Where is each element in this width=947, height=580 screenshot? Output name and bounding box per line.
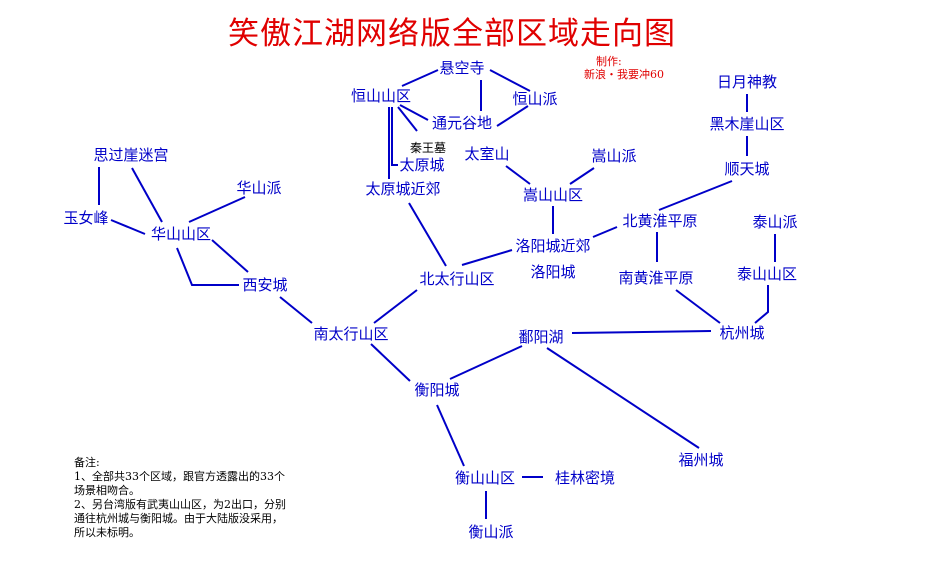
route-hengyangcheng-hengshanshanqu_s: [436, 404, 465, 467]
node-huashan-pai[interactable]: 华山派: [236, 179, 282, 197]
notes-line-3: 2、另台湾版有武夷山山区，为2出口，分别: [74, 498, 286, 511]
node-riyue-shenjiao[interactable]: 日月神教: [716, 73, 778, 91]
route-beitaixing-nantaixing: [373, 289, 418, 324]
route-xiancheng-nantaixing: [279, 296, 313, 324]
route-shuntian-beihuanghuai: [658, 180, 733, 211]
route-taishanshanqu-hangzhou: [754, 285, 769, 324]
node-songshan-shanqu[interactable]: 嵩山山区: [522, 186, 584, 204]
node-taishi-shan[interactable]: 太室山: [464, 145, 510, 163]
route-nantaixing-hengyangcheng: [370, 343, 411, 382]
node-tongyuan-gudi[interactable]: 通元谷地: [431, 114, 493, 132]
route-huashanshanqu-xiancheng-direct: [211, 239, 249, 273]
route-luoyangjinjiao-beitaixing: [461, 249, 513, 266]
node-nan-huanghuai-pingyuan[interactable]: 南黄淮平原: [618, 269, 694, 287]
notes-line-5: 所以未标明。: [74, 526, 140, 539]
node-songshan-pai[interactable]: 嵩山派: [591, 147, 637, 165]
node-taiyuan-cheng[interactable]: 太原城: [399, 156, 445, 174]
node-siguoya-migong[interactable]: 思过崖迷宫: [93, 146, 169, 164]
credit-block: 制作: 新浪・我要冲60: [584, 55, 664, 81]
node-heimuya-shanqu[interactable]: 黑木崖山区: [709, 115, 785, 133]
node-qinwangmu[interactable]: 秦王墓: [409, 141, 447, 155]
route-hengyangcheng-poyanghu: [449, 345, 523, 380]
route-huashanshanqu-xiancheng-loop: [176, 247, 239, 286]
route-songshanpai-songshanshanqu: [569, 167, 595, 185]
node-taishan-shanqu[interactable]: 泰山山区: [736, 265, 798, 283]
node-xuankongsi[interactable]: 悬空寺: [439, 59, 485, 77]
notes-block: 备注: 1、全部共33个区域，跟官方透露出的33个 场景相吻合。 2、另台湾版有…: [74, 456, 286, 540]
node-yunv-feng[interactable]: 玉女峰: [63, 209, 109, 227]
route-poyanghu-fuzhou: [546, 347, 700, 449]
node-hengshan-pai-north[interactable]: 恒山派: [512, 90, 558, 108]
node-taiyuan-jinjiao[interactable]: 太原城近郊: [365, 180, 441, 198]
route-hengshanshanqu_n-tongyuangudi: [399, 104, 429, 121]
route-hengshanshanqu_n-qinwangmu: [397, 106, 418, 132]
notes-line-4: 通往杭州城与衡阳城。由于大陆版没采用，: [74, 512, 283, 525]
route-hengshanshanqu_n-xuankongsi: [401, 69, 439, 87]
node-guilin-mijing[interactable]: 桂林密境: [554, 469, 616, 487]
node-huashan-shanqu[interactable]: 华山山区: [150, 225, 212, 243]
node-nan-taixing-shanqu[interactable]: 南太行山区: [313, 325, 389, 343]
node-bei-huanghuai-pingyuan[interactable]: 北黄淮平原: [622, 212, 698, 230]
credit-label: 制作:: [596, 55, 622, 68]
route-hengshanpai_n-tongyuangudi: [496, 105, 529, 127]
notes-line-1: 1、全部共33个区域，跟官方透露出的33个: [74, 470, 285, 483]
route-taiyuanjinjiao-beitaixing: [408, 202, 447, 267]
node-bei-taixing-shanqu[interactable]: 北太行山区: [419, 270, 495, 288]
route-poyanghu-hangzhou: [571, 330, 712, 334]
node-hengshan-pai-south[interactable]: 衡山派: [468, 523, 514, 541]
route-beihuanghuai-luoyangjinjiao: [592, 226, 618, 238]
node-shuntian-cheng[interactable]: 顺天城: [724, 160, 770, 178]
notes-heading: 备注:: [74, 456, 100, 469]
route-xuankongsi-hengshanpai_n: [489, 69, 531, 92]
node-hengshan-shanqu-south[interactable]: 衡山山区: [454, 469, 516, 487]
node-hengyang-cheng[interactable]: 衡阳城: [414, 381, 460, 399]
route-huashanpai-huashanshanqu: [188, 196, 246, 223]
node-luoyang-jinjiao[interactable]: 洛阳城近郊: [515, 237, 591, 255]
map-title: 笑傲江湖网络版全部区域走向图: [228, 16, 676, 52]
credit-author: 新浪・我要冲60: [584, 68, 664, 81]
route-taishishan-songshanshanqu: [505, 165, 531, 185]
node-fuzhou-cheng[interactable]: 福州城: [678, 451, 724, 469]
route-siguoya-huashanshanqu: [131, 167, 163, 223]
route-hengshanshanqu_n-taiyuancheng: [391, 107, 398, 166]
node-taishan-pai[interactable]: 泰山派: [752, 213, 798, 231]
node-luoyang-cheng[interactable]: 洛阳城: [530, 263, 576, 281]
node-poyang-hu[interactable]: 鄱阳湖: [518, 328, 564, 346]
node-hengshan-shanqu-north[interactable]: 恒山山区: [350, 87, 412, 105]
route-nanhuanghuai-hangzhou: [675, 289, 721, 324]
notes-line-2: 场景相吻合。: [74, 484, 140, 497]
node-xian-cheng[interactable]: 西安城: [242, 276, 288, 294]
route-yunvfeng-huashanshanqu: [110, 219, 146, 235]
node-hangzhou-cheng[interactable]: 杭州城: [719, 324, 765, 342]
